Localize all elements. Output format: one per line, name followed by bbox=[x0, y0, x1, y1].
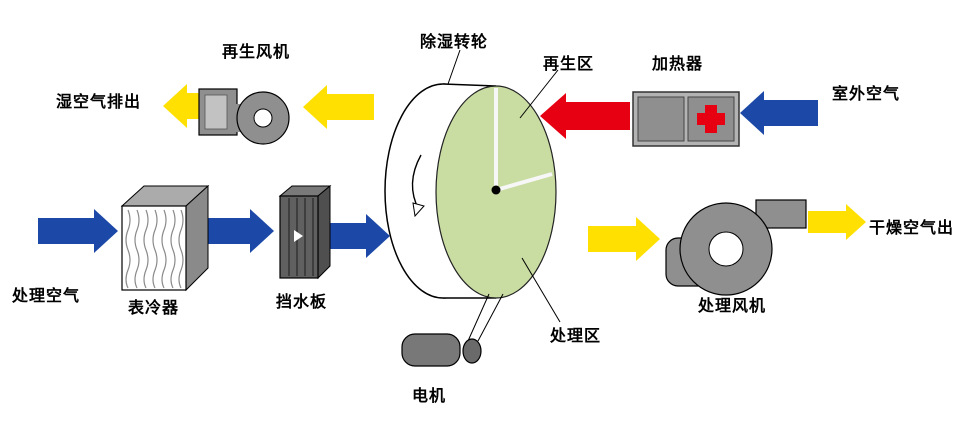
label-baffle: 挡水板 bbox=[276, 294, 328, 311]
arrow-heater-to-wheel bbox=[540, 93, 630, 139]
label-regen-zone: 再生区 bbox=[543, 56, 595, 73]
label-process-zone: 处理区 bbox=[550, 328, 602, 345]
label-humid-air-out: 湿空气排出 bbox=[56, 94, 142, 111]
heater-shape bbox=[632, 91, 740, 147]
leader-line-regen-zone bbox=[519, 69, 559, 119]
label-motor: 电机 bbox=[412, 388, 447, 405]
dehumidification-wheel bbox=[384, 83, 557, 342]
arrow-baffle-to-wheel bbox=[322, 214, 390, 258]
wheel-center-dot bbox=[491, 185, 501, 195]
cooler-shape bbox=[120, 184, 210, 292]
regen-fan-shape bbox=[198, 88, 290, 145]
belt-line-left bbox=[467, 293, 490, 342]
arrow-cooler-to-baffle bbox=[202, 209, 274, 253]
label-wheel: 除湿转轮 bbox=[420, 34, 489, 51]
leader-line-process-zone bbox=[521, 257, 561, 323]
label-heater: 加热器 bbox=[652, 56, 704, 73]
arrow-wheel-to-regen-fan bbox=[303, 85, 374, 129]
heater-plus-icon bbox=[697, 105, 725, 133]
label-regen-fan: 再生风机 bbox=[222, 44, 291, 61]
label-dry-air-out: 干燥空气出 bbox=[869, 220, 955, 237]
arrow-wheel-to-process-fan bbox=[588, 217, 660, 261]
motor-pulley bbox=[462, 338, 482, 364]
label-cooler: 表冷器 bbox=[128, 300, 180, 317]
label-outdoor-air: 室外空气 bbox=[832, 86, 901, 103]
arrow-outdoor-air bbox=[740, 91, 818, 135]
leader-line-wheel bbox=[447, 49, 461, 85]
leader-lines bbox=[447, 49, 561, 323]
baffle-shape bbox=[278, 184, 332, 280]
process-fan-shape bbox=[665, 199, 807, 296]
cooler-coil-hatch bbox=[125, 209, 184, 289]
label-process-air: 处理空气 bbox=[12, 288, 81, 305]
motor-shape bbox=[401, 333, 482, 367]
rotation-arrow-icon bbox=[411, 154, 425, 218]
arrow-dry-air-out bbox=[808, 204, 866, 240]
arrow-process-air-in bbox=[38, 209, 118, 253]
sector-line-right bbox=[495, 172, 553, 192]
baffle-marker-icon bbox=[294, 230, 303, 242]
belt-line-right bbox=[477, 293, 504, 342]
label-process-fan: 处理风机 bbox=[698, 298, 767, 315]
